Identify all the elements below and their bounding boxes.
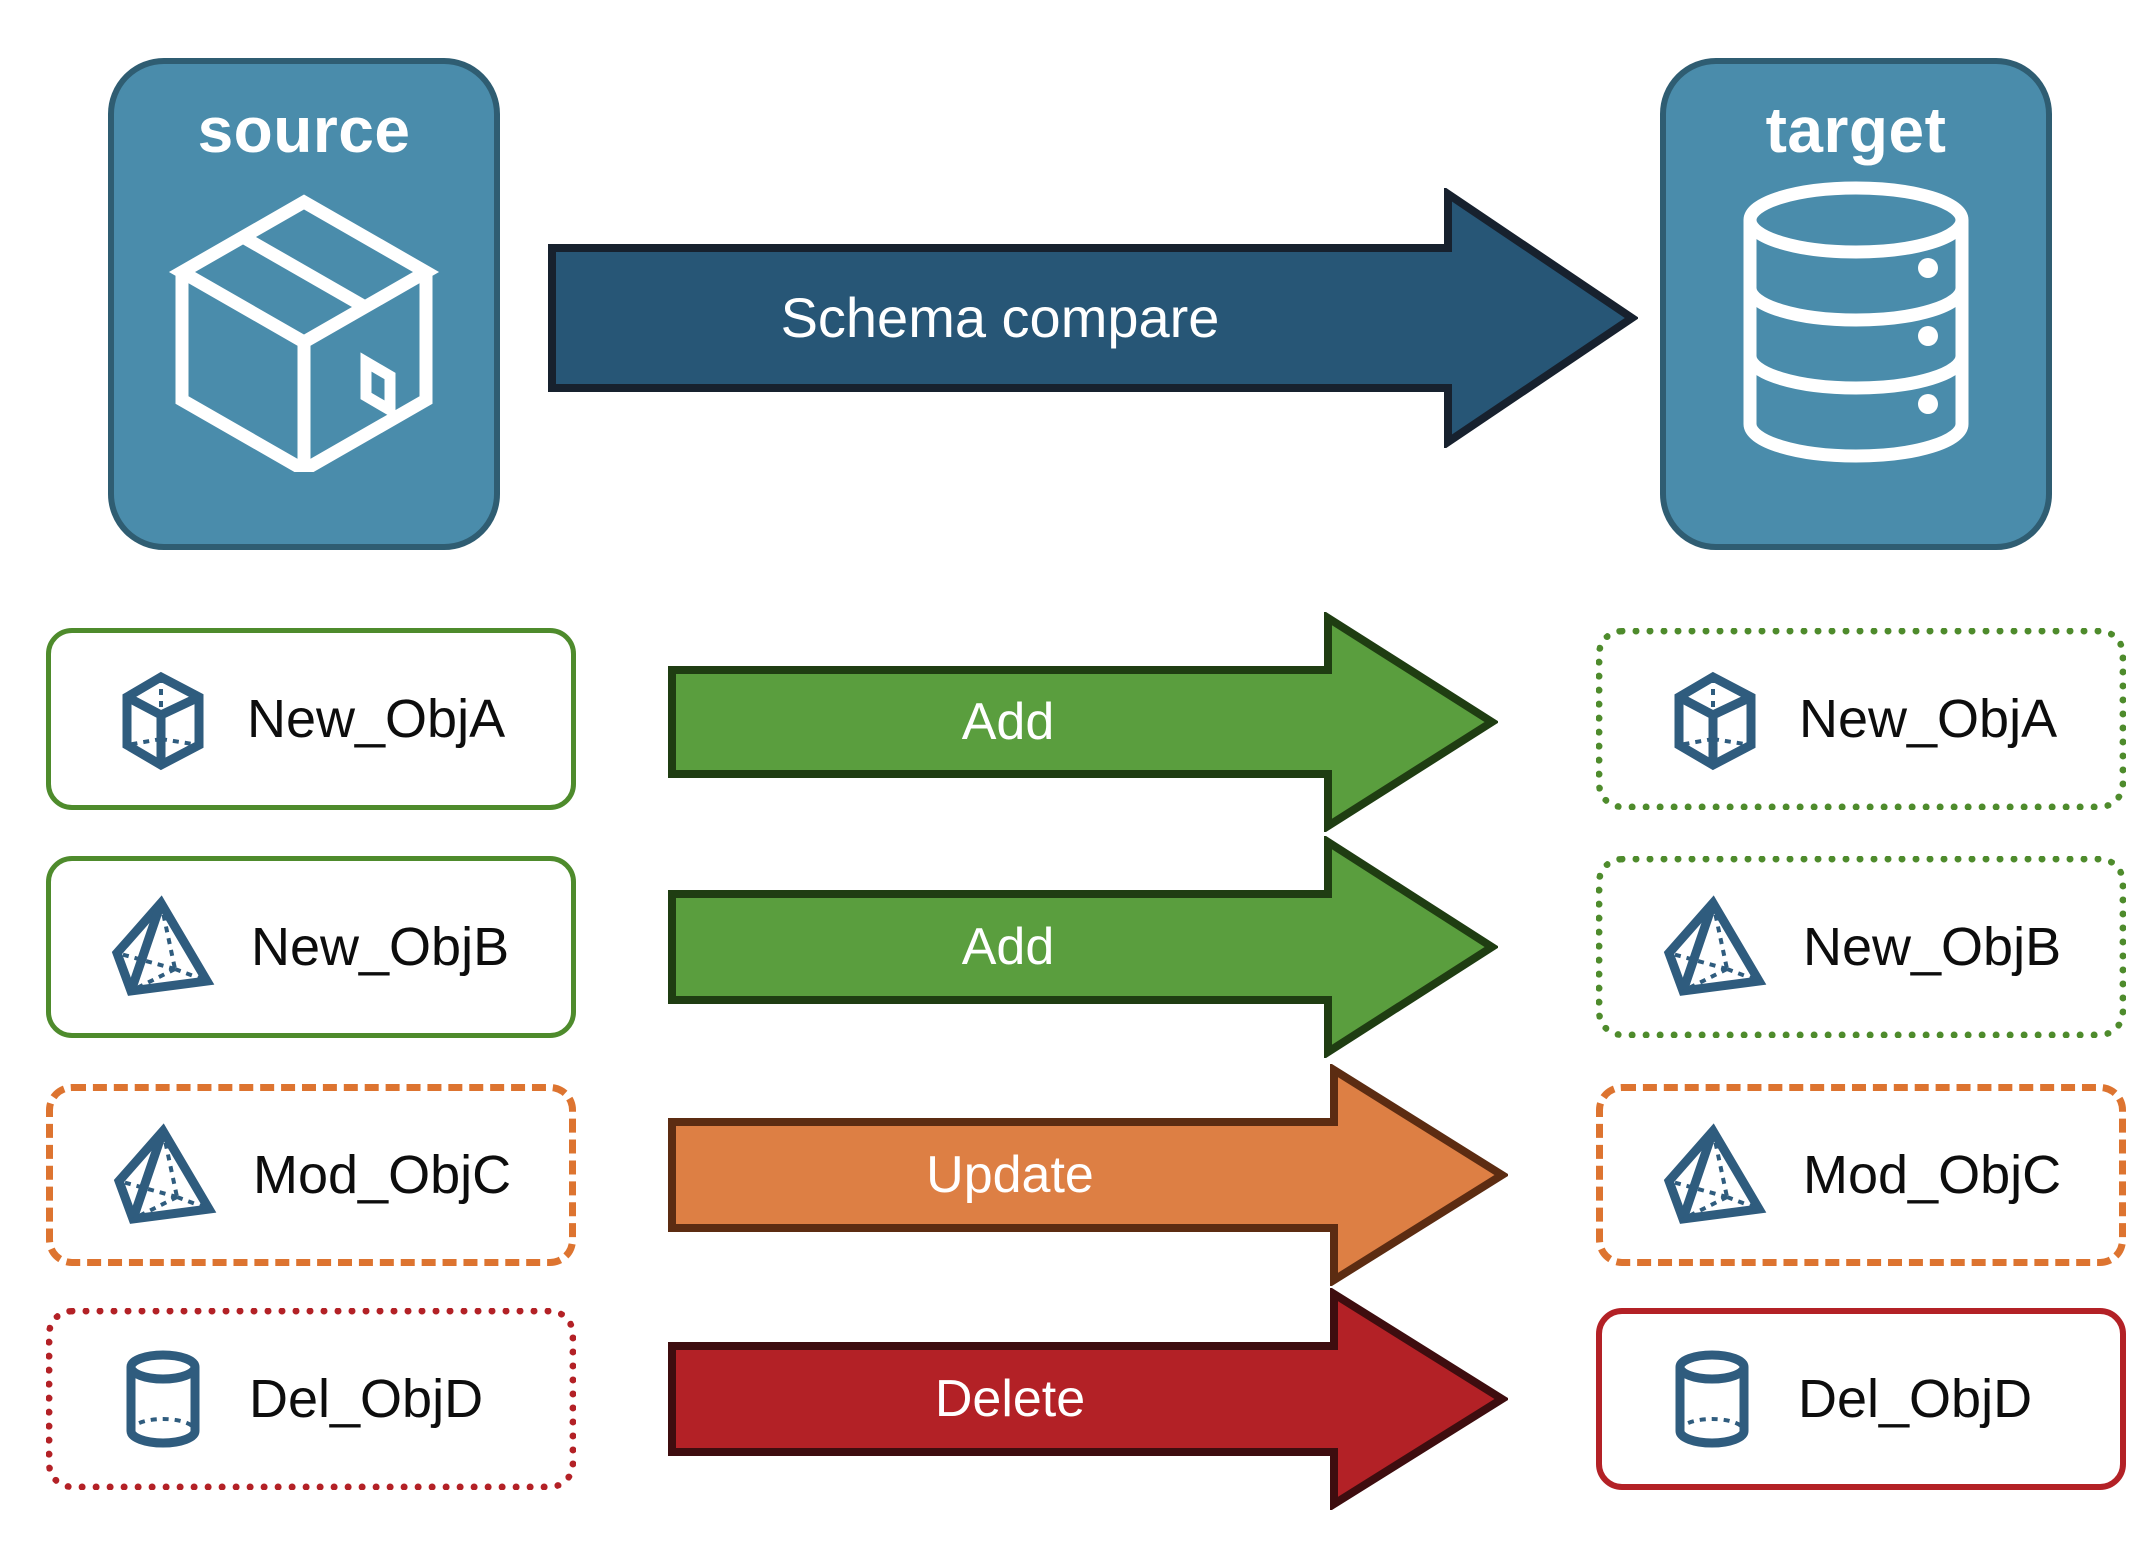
source-object-card-del-objd[interactable]: Del_ObjD (46, 1308, 576, 1490)
source-object-label: Del_ObjD (249, 1369, 484, 1429)
database-cylinder-icon (1706, 172, 2006, 477)
target-object-card-new-obja[interactable]: New_ObjA (1596, 628, 2126, 810)
cylinder-wireframe-icon (111, 1347, 215, 1451)
source-object-label: Mod_ObjC (253, 1145, 512, 1205)
target-object-card-del-objd[interactable]: Del_ObjD (1596, 1308, 2126, 1490)
target-object-card-new-objb[interactable]: New_ObjB (1596, 856, 2126, 1038)
source-object-card-new-objb[interactable]: New_ObjB (46, 856, 576, 1038)
target-endpoint-panel[interactable]: target (1660, 58, 2052, 550)
source-object-card-new-obja[interactable]: New_ObjA (46, 628, 576, 810)
target-object-label: Del_ObjD (1798, 1369, 2033, 1429)
package-box-icon (154, 172, 454, 482)
source-endpoint-label: source (197, 94, 411, 166)
pyramid-wireframe-icon (109, 895, 217, 999)
schema-compare-arrow[interactable]: Schema compare (548, 188, 1638, 448)
cube-wireframe-icon (1661, 667, 1765, 771)
source-object-label: New_ObjA (247, 689, 506, 749)
target-object-label: Mod_ObjC (1803, 1145, 2062, 1205)
delete-arrow-row-4[interactable]: Delete (668, 1288, 1508, 1510)
source-object-card-mod-objc[interactable]: Mod_ObjC (46, 1084, 576, 1266)
pyramid-wireframe-icon (111, 1123, 219, 1227)
target-endpoint-label: target (1765, 94, 1947, 166)
source-object-label: New_ObjB (251, 917, 510, 977)
pyramid-wireframe-icon (1661, 895, 1769, 999)
target-object-label: New_ObjB (1803, 917, 2062, 977)
source-endpoint-panel[interactable]: source (108, 58, 500, 550)
pyramid-wireframe-icon (1661, 1123, 1769, 1227)
cube-wireframe-icon (109, 667, 213, 771)
update-arrow-row-3[interactable]: Update (668, 1064, 1508, 1286)
cylinder-wireframe-icon (1660, 1347, 1764, 1451)
add-arrow-row-1[interactable]: Add (668, 612, 1498, 832)
target-object-label: New_ObjA (1799, 689, 2058, 749)
add-arrow-row-2[interactable]: Add (668, 836, 1498, 1058)
target-object-card-mod-objc[interactable]: Mod_ObjC (1596, 1084, 2126, 1266)
